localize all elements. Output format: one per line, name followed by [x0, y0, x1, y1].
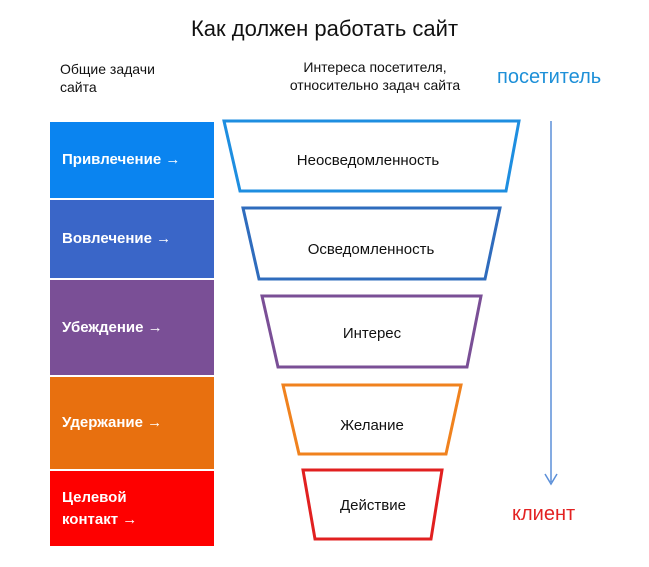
funnel-level-5	[301, 468, 444, 541]
stage-label: Вовлечение →	[62, 230, 172, 247]
stage-label: Убеждение →	[62, 318, 163, 336]
funnel-label-3: Интерес	[343, 325, 402, 342]
stage-engagement: Вовлечение →	[49, 199, 215, 279]
funnel-label-1: Неосведомленность	[297, 152, 440, 169]
middle-column-header: Интереса посетителя, относительно задач …	[289, 59, 461, 93]
stage-retention: Удержание →	[49, 376, 215, 470]
arrow-head-icon	[544, 473, 558, 486]
funnel-label-2: Осведомленность	[308, 241, 435, 258]
client-label: клиент	[512, 503, 576, 525]
stage-label: Привлечение →	[62, 151, 181, 168]
funnel-level-2	[241, 206, 502, 281]
stage-label: Удержание →	[62, 414, 163, 431]
visitor-label: посетитель	[497, 66, 602, 88]
stage-persuasion: Убеждение →	[49, 279, 215, 376]
funnel-level-1	[222, 119, 521, 193]
stage-label: Целевой контакт →	[62, 488, 138, 528]
funnel-label-5: Действие	[340, 497, 406, 514]
stage-target-contact: Целевой контакт →	[49, 470, 215, 547]
funnel-level-4	[281, 383, 463, 456]
funnel-label-4: Желание	[340, 417, 404, 434]
page-title: Как должен работать сайт	[190, 16, 459, 41]
funnel-level-3	[260, 294, 483, 369]
left-column-header: Общие задачи сайта	[60, 61, 155, 95]
stage-attraction: Привлечение →	[49, 121, 215, 199]
